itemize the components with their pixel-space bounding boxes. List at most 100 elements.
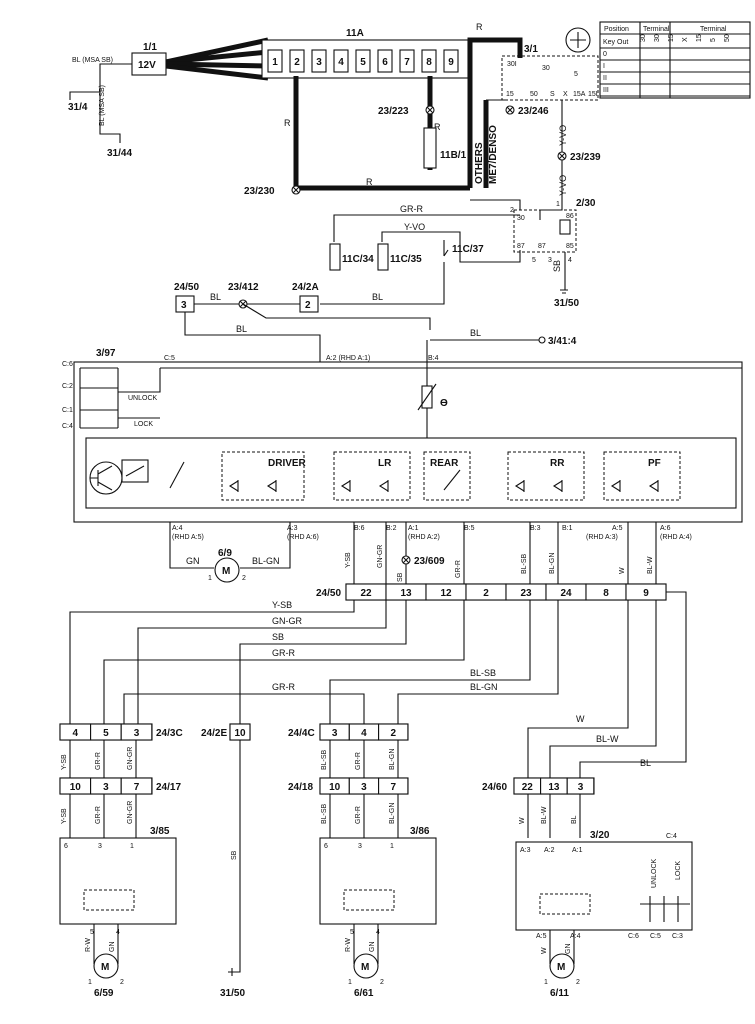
connector-24-50-pin: 13 <box>400 588 412 599</box>
svg-text:GR-R: GR-R <box>455 560 462 578</box>
svg-text:GR-R: GR-R <box>272 648 295 658</box>
fuse-pin: 7 <box>404 57 410 68</box>
fuse-cell <box>399 49 415 73</box>
svg-text:Y-VO: Y-VO <box>558 125 568 146</box>
diode-icon <box>378 480 389 492</box>
connector-24-50-pin: 24 <box>560 588 572 599</box>
switch-rear: REAR <box>423 451 471 501</box>
svg-text:5: 5 <box>532 257 536 264</box>
battery: 1/1 12V <box>131 42 167 76</box>
svg-text:W: W <box>541 947 548 954</box>
connector-24-60-pin: 13 <box>548 782 560 793</box>
key-position: 0 <box>603 51 607 58</box>
svg-text:3: 3 <box>98 843 102 850</box>
svg-text:BL-SB: BL-SB <box>521 553 528 574</box>
switch-rr: RR <box>507 451 585 501</box>
svg-text:(RHD A:5): (RHD A:5) <box>172 534 204 541</box>
fuse-pin: 2 <box>294 57 300 68</box>
connector-24-4c-pin: 2 <box>390 728 396 739</box>
svg-text:24/17: 24/17 <box>156 782 181 793</box>
svg-text:A:5: A:5 <box>612 525 623 532</box>
connector-24-17-pin: 10 <box>70 782 82 793</box>
svg-text:87: 87 <box>517 243 525 250</box>
svg-text:A:1: A:1 <box>408 525 419 532</box>
svg-text:GN-GR: GN-GR <box>377 545 384 568</box>
svg-text:(RHD A:2): (RHD A:2) <box>408 534 440 541</box>
diode-icon <box>552 480 563 492</box>
svg-text:C:2: C:2 <box>62 383 73 390</box>
svg-text:GR-R: GR-R <box>355 752 362 770</box>
svg-text:11C/37: 11C/37 <box>452 244 484 255</box>
diode-icon <box>610 480 621 492</box>
connector-24-18-pin: 7 <box>390 782 396 793</box>
svg-text:GR-R: GR-R <box>95 806 102 824</box>
svg-text:BL: BL <box>210 292 221 302</box>
svg-text:BL-GN: BL-GN <box>470 682 498 692</box>
svg-text:R: R <box>434 122 441 132</box>
connector-24-60-pin: 3 <box>578 782 584 793</box>
key-position: III <box>603 87 609 94</box>
svg-text:1: 1 <box>208 575 212 582</box>
svg-text:2/30: 2/30 <box>576 198 596 209</box>
door-module-3-85: 3/85 6 3 1 5 4 <box>59 826 177 936</box>
svg-text:31/50: 31/50 <box>220 988 245 999</box>
ignition-switch: 3/1 30 30I 5 15 50 S X 15A 15I <box>501 44 599 101</box>
svg-text:11C/34: 11C/34 <box>342 254 374 265</box>
motor-6-9: M 6/9 1 2 <box>208 548 246 583</box>
key-column: 5 <box>710 38 717 42</box>
svg-text:R: R <box>476 22 483 32</box>
svg-text:BL: BL <box>372 292 383 302</box>
svg-text:BL: BL <box>236 324 247 334</box>
svg-text:24/2E: 24/2E <box>201 728 227 739</box>
svg-text:LOCK: LOCK <box>134 421 153 428</box>
svg-text:15I: 15I <box>588 91 598 98</box>
splice-23-239: 23/239 <box>557 151 601 163</box>
splice-23-230: 23/230 <box>244 185 301 197</box>
svg-text:C:6: C:6 <box>62 361 73 368</box>
svg-text:R-W: R-W <box>345 938 352 952</box>
svg-text:24/50: 24/50 <box>316 588 341 599</box>
connector-24-17-pin: 3 <box>103 782 109 793</box>
svg-text:GR-R: GR-R <box>95 752 102 770</box>
ignition-key-icon <box>565 27 591 53</box>
motor-6-59: M 6/59 1 2 <box>88 953 124 999</box>
svg-text:ϴ: ϴ <box>440 398 448 409</box>
connector-24-50-pin: 2 <box>483 588 489 599</box>
svg-text:A:2 (RHD A:1): A:2 (RHD A:1) <box>326 355 370 362</box>
svg-text:3: 3 <box>548 257 552 264</box>
svg-text:Terminal: Terminal <box>643 26 670 33</box>
svg-text:4: 4 <box>568 257 572 264</box>
fuse-cell <box>443 49 459 73</box>
svg-text:6/9: 6/9 <box>218 548 232 559</box>
svg-text:2: 2 <box>305 300 311 311</box>
connector-24-18-cell <box>378 777 409 795</box>
svg-text:BL-SB: BL-SB <box>321 803 328 824</box>
svg-text:BL-GN: BL-GN <box>252 556 280 566</box>
connector-24-3c-pin: 4 <box>73 728 79 739</box>
svg-text:M: M <box>222 566 230 577</box>
fuse-pin: 8 <box>426 57 432 68</box>
svg-text:87: 87 <box>538 243 546 250</box>
connector-24-50-pin: 23 <box>520 588 532 599</box>
svg-text:B:2: B:2 <box>386 525 397 532</box>
key-column: 30 <box>640 34 647 42</box>
diode-icon <box>514 480 525 492</box>
svg-text:23/412: 23/412 <box>228 282 259 293</box>
svg-text:RR: RR <box>550 458 565 469</box>
svg-text:2: 2 <box>120 979 124 986</box>
svg-text:GN: GN <box>369 942 376 953</box>
motor-6-61: M 6/61 1 2 <box>348 953 384 999</box>
svg-text:Position: Position <box>604 26 629 33</box>
svg-text:SB: SB <box>231 850 238 860</box>
switch-lr: LR <box>333 451 411 501</box>
svg-text:A:3: A:3 <box>520 847 531 854</box>
fuse-pin: 9 <box>448 57 454 68</box>
connector-24-50-pin: 12 <box>440 588 452 599</box>
svg-text:B:5: B:5 <box>464 525 475 532</box>
key-column: 30 <box>654 34 661 42</box>
svg-text:2: 2 <box>510 207 514 214</box>
